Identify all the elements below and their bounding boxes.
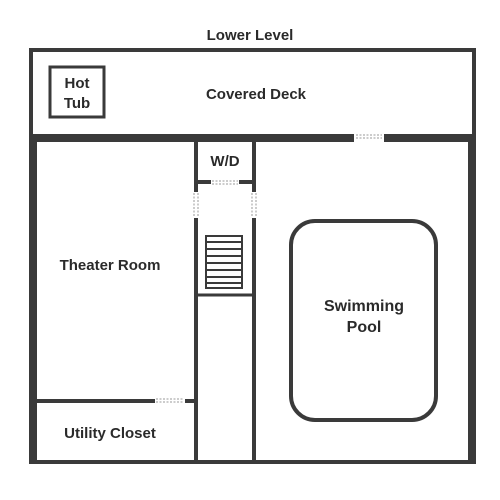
floor-title: Lower Level <box>207 27 294 44</box>
door-deck-to-pool <box>354 132 384 142</box>
hot-tub <box>48 65 106 119</box>
swimming-pool <box>289 219 438 422</box>
washer-dryer-label: W/D <box>210 153 239 170</box>
door-utility-closet <box>155 397 185 405</box>
swimming-pool-label-line2: Pool <box>347 319 382 336</box>
door-theater-side <box>192 192 200 218</box>
covered-deck-label: Covered Deck <box>206 86 307 103</box>
door-wd <box>211 178 239 186</box>
utility-closet-label: Utility Closet <box>64 425 156 442</box>
theater-room-label: Theater Room <box>60 257 161 274</box>
swimming-pool-label-line1: Swimming <box>324 298 404 315</box>
door-pool-side <box>250 192 258 218</box>
staircase <box>205 235 243 289</box>
hot-tub-label-line1: Hot <box>65 75 90 92</box>
hot-tub-label-line2: Tub <box>64 95 90 112</box>
